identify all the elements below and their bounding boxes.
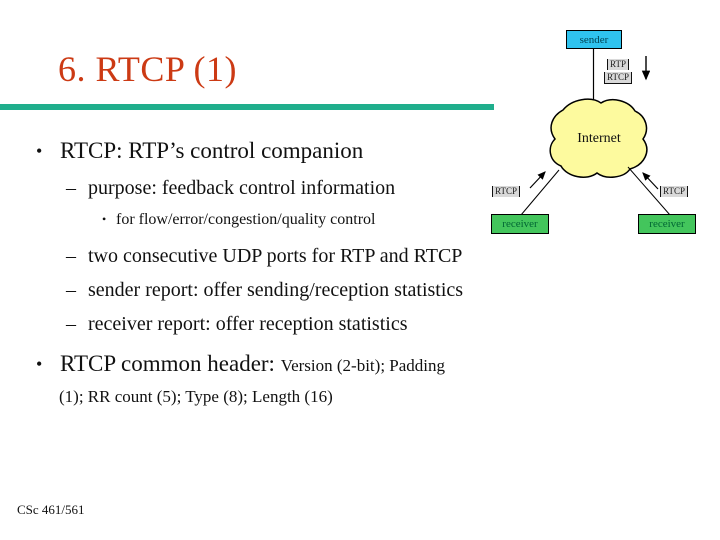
bullet-receiver-report: –receiver report: offer reception statis… bbox=[66, 313, 407, 336]
left-rtcp-arrow-icon bbox=[529, 171, 546, 189]
bullet-text: RTCP: RTP’s control companion bbox=[60, 138, 364, 163]
network-diagram bbox=[520, 49, 671, 216]
bullet-udp-ports: –two consecutive UDP ports for RTP and R… bbox=[66, 245, 462, 268]
bullet-text: purpose: feedback control information bbox=[88, 177, 396, 199]
dash-icon: – bbox=[66, 313, 76, 335]
bullet-text: receiver report: offer reception statist… bbox=[88, 313, 408, 335]
bullet-icon: • bbox=[36, 354, 43, 374]
receiver-right-node: receiver bbox=[638, 214, 696, 234]
dash-icon: – bbox=[66, 177, 76, 199]
sender-node: sender bbox=[566, 30, 622, 49]
bullet-text: sender report: offer sending/reception s… bbox=[88, 279, 464, 301]
bullet-common-header-cont: (1); RR count (5); Type (8); Length (16) bbox=[59, 387, 333, 407]
bullet-icon: • bbox=[102, 212, 107, 226]
bullet-flow-control: • for flow/error/congestion/quality contr… bbox=[102, 211, 375, 229]
page-title: 6. RTCP (1) bbox=[58, 49, 238, 89]
bullet-text-big: RTCP common header: bbox=[60, 351, 281, 376]
bullet-purpose: –purpose: feedback control information bbox=[66, 177, 395, 200]
internet-to-right-receiver-line bbox=[627, 166, 671, 216]
bullet-text: for flow/error/congestion/quality contro… bbox=[116, 211, 376, 228]
dash-icon: – bbox=[66, 245, 76, 267]
bullet-common-header: • RTCP common header: Version (2-bit); Pa… bbox=[36, 351, 445, 377]
course-footer: CSc 461/561 bbox=[17, 502, 85, 517]
title-underline-bar bbox=[0, 104, 494, 110]
receiver-left-node: receiver bbox=[491, 214, 549, 234]
bullet-text: two consecutive UDP ports for RTP and RT… bbox=[88, 245, 463, 267]
dash-icon: – bbox=[66, 279, 76, 301]
rtcp-packet-tag: RTCP bbox=[604, 72, 632, 84]
internet-label: Internet bbox=[577, 131, 621, 146]
bullet-sender-report: –sender report: offer sending/reception … bbox=[66, 279, 463, 302]
bullet-text-small: Version (2-bit); Padding bbox=[280, 356, 446, 375]
bullet-icon: • bbox=[36, 141, 43, 161]
rtcp-left-tag: RTCP bbox=[492, 186, 520, 197]
internet-to-left-receiver-line bbox=[520, 169, 560, 216]
right-rtcp-arrow-icon bbox=[642, 172, 659, 190]
bullet-text: (1); RR count (5); Type (8); Length (16) bbox=[59, 387, 333, 406]
rtcp-right-tag: RTCP bbox=[660, 186, 688, 197]
bullet-rtcp-companion: • RTCP: RTP’s control companion bbox=[36, 138, 363, 164]
rtp-packet-tag: RTP bbox=[607, 59, 629, 70]
